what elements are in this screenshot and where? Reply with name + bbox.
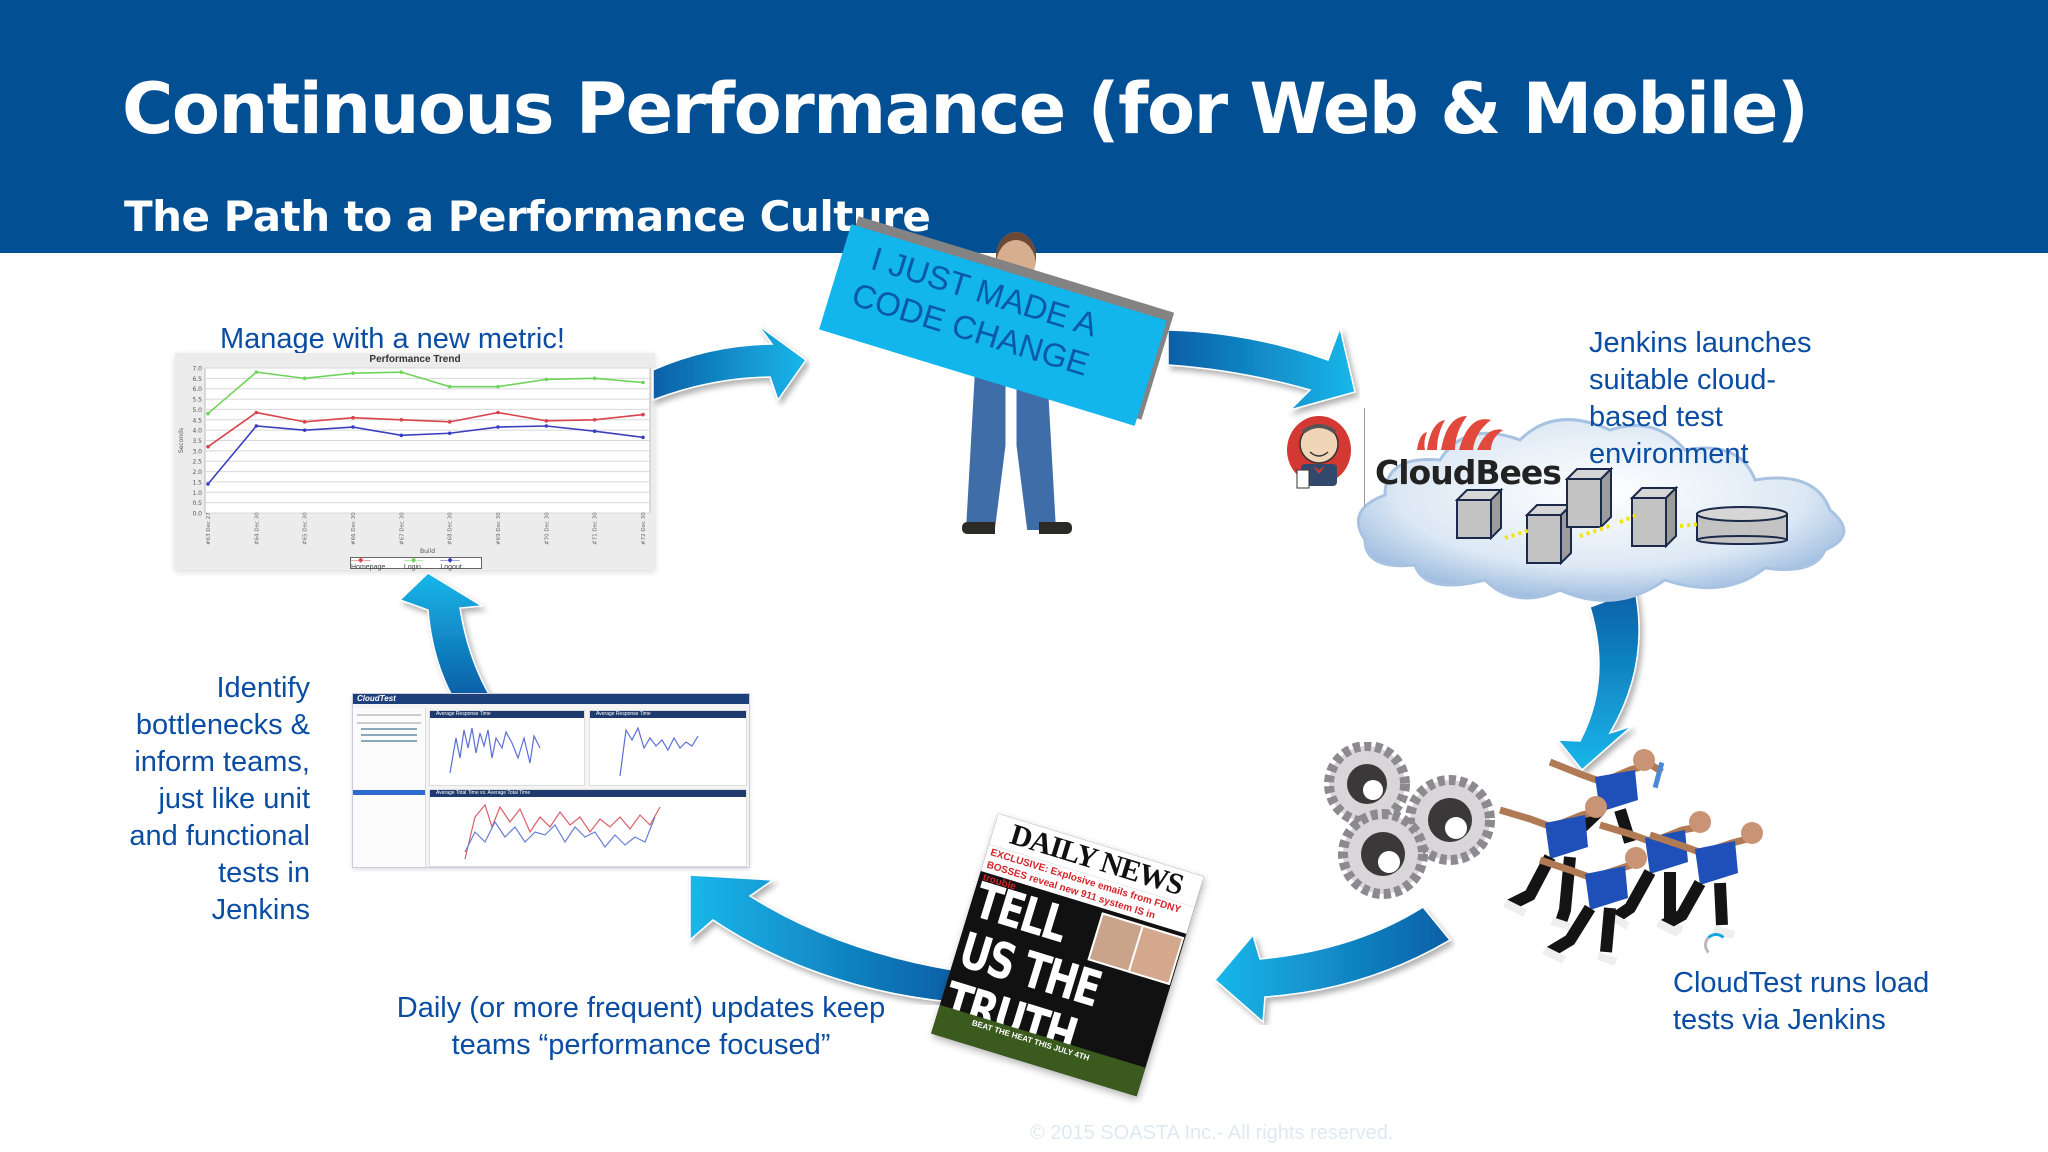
cloudtest-dashboard-screenshot: CloudTest Average Response Time Average … [352, 693, 750, 868]
svg-text:#71 Dec 30: #71 Dec 30 [593, 512, 599, 545]
loading-spinner-icon [1704, 933, 1728, 957]
caption-metric: Manage with a new metric! [220, 323, 565, 355]
copyright-footer: © 2015 SOASTA Inc.- All rights reserved. [1030, 1122, 1394, 1144]
legend-homepage: —◆— Homepage [351, 556, 386, 571]
svg-text:7.0: 7.0 [192, 366, 202, 373]
caption-cloudtest: CloudTest runs load tests via Jenkins [1673, 967, 1930, 1036]
svg-text:#70 Dec 30: #70 Dec 30 [544, 512, 550, 545]
svg-text:3.0: 3.0 [192, 448, 202, 455]
network-links [1504, 512, 1701, 540]
logo-divider [1364, 408, 1365, 506]
slide-subtitle: The Path to a Performance Culture [124, 192, 931, 241]
person-shoes [962, 522, 1072, 534]
jenkins-logo [1283, 412, 1355, 492]
gears-icon [1324, 742, 1495, 899]
runner-icon [1498, 796, 1607, 931]
dashboard-panel: Average Total Time vs. Average Total Tim… [429, 789, 747, 867]
server-icon [1630, 486, 1679, 548]
arrow-right-icon [652, 324, 808, 402]
svg-text:#72 Dec 30: #72 Dec 30 [641, 512, 647, 545]
svg-text:0.5: 0.5 [192, 500, 202, 507]
total-time-chart [464, 803, 661, 860]
cloudbees-wordmark: CloudBees [1375, 453, 1562, 492]
dashboard-panel: Average Response Time [589, 710, 747, 786]
response-time-chart [449, 727, 541, 774]
dashboard-sidebar [353, 708, 426, 867]
svg-text:0.0: 0.0 [192, 511, 202, 518]
slide-header: Continuous Performance (for Web & Mobile… [0, 0, 2048, 253]
legend-login: —◆— Login [403, 556, 424, 571]
jenkins-butler-icon [1287, 416, 1351, 489]
runner-icon [1648, 822, 1763, 939]
dashboard-app-name: CloudTest [357, 694, 396, 703]
server-icon [1565, 467, 1614, 529]
chart-title: Performance Trend [369, 354, 461, 365]
cloudbees-logo: CloudBees [1375, 412, 1562, 492]
svg-text:2.5: 2.5 [192, 459, 202, 466]
newspaper-cover: DAILY NEWS EXCLUSIVE: Explosive emails f… [931, 813, 1204, 1097]
svg-text:6.0: 6.0 [192, 386, 202, 393]
response-time-chart [619, 726, 699, 777]
server-icon [1455, 488, 1504, 540]
dashboard-panel: Average Response Time [429, 710, 585, 786]
cloudbees-mark-icon [1417, 416, 1503, 450]
svg-text:#67 Dec 30: #67 Dec 30 [399, 512, 405, 545]
svg-text:Build: Build [420, 548, 435, 555]
arrow-down-icon [1556, 588, 1640, 772]
svg-text:1.5: 1.5 [192, 479, 202, 486]
caption-jenkins: Jenkins launches suitable cloud- based t… [1589, 327, 1812, 470]
arrow-left-icon [1213, 906, 1452, 1024]
performance-trend-chart: Performance Trend 0.0 0.5 1.0 1.5 2.0 2.5 3.0 3… [175, 353, 655, 571]
slide-title: Continuous Performance (for Web & Mobile… [122, 68, 1809, 150]
svg-text:#64 Dec 30: #64 Dec 30 [254, 512, 260, 545]
arrow-up-left-icon [689, 874, 954, 1003]
chart-plot: 0.0 0.5 1.0 1.5 2.0 2.5 3.0 3.5 4.0 4.5 5.0 5.5 6.0 6… [178, 366, 651, 555]
svg-text:2.0: 2.0 [192, 469, 202, 476]
svg-text:6.5: 6.5 [192, 376, 202, 383]
chart-legend: —◆— Homepage —◆— Login —◆— Logout [350, 556, 482, 571]
svg-text:#68 Dec 30: #68 Dec 30 [448, 512, 454, 545]
svg-text:#66 Dec 30: #66 Dec 30 [351, 512, 357, 545]
svg-text:5.0: 5.0 [192, 407, 202, 414]
runner-icon [1538, 847, 1647, 966]
caption-identify: Identify bottlenecks & inform teams, jus… [129, 672, 310, 926]
svg-text:1.0: 1.0 [192, 490, 202, 497]
legend-logout: —◆— Logout [440, 556, 462, 571]
dashboard-titlebar: CloudTest [353, 694, 749, 704]
svg-text:#63 Dec 27: #63 Dec 27 [206, 512, 212, 545]
database-icon [1696, 506, 1788, 545]
svg-text:#65 Dec 30: #65 Dec 30 [303, 512, 309, 545]
svg-text:5.5: 5.5 [192, 397, 202, 404]
svg-text:#69 Dec 30: #69 Dec 30 [496, 512, 502, 545]
arrow-up-icon [398, 572, 492, 697]
svg-text:3.5: 3.5 [192, 438, 202, 445]
caption-daily: Daily (or more frequent) updates keep te… [396, 992, 886, 1061]
arrow-right-down-icon [1167, 325, 1356, 412]
svg-text:4.0: 4.0 [192, 428, 202, 435]
svg-text:Seconds: Seconds [178, 428, 185, 453]
svg-text:4.5: 4.5 [192, 417, 202, 424]
